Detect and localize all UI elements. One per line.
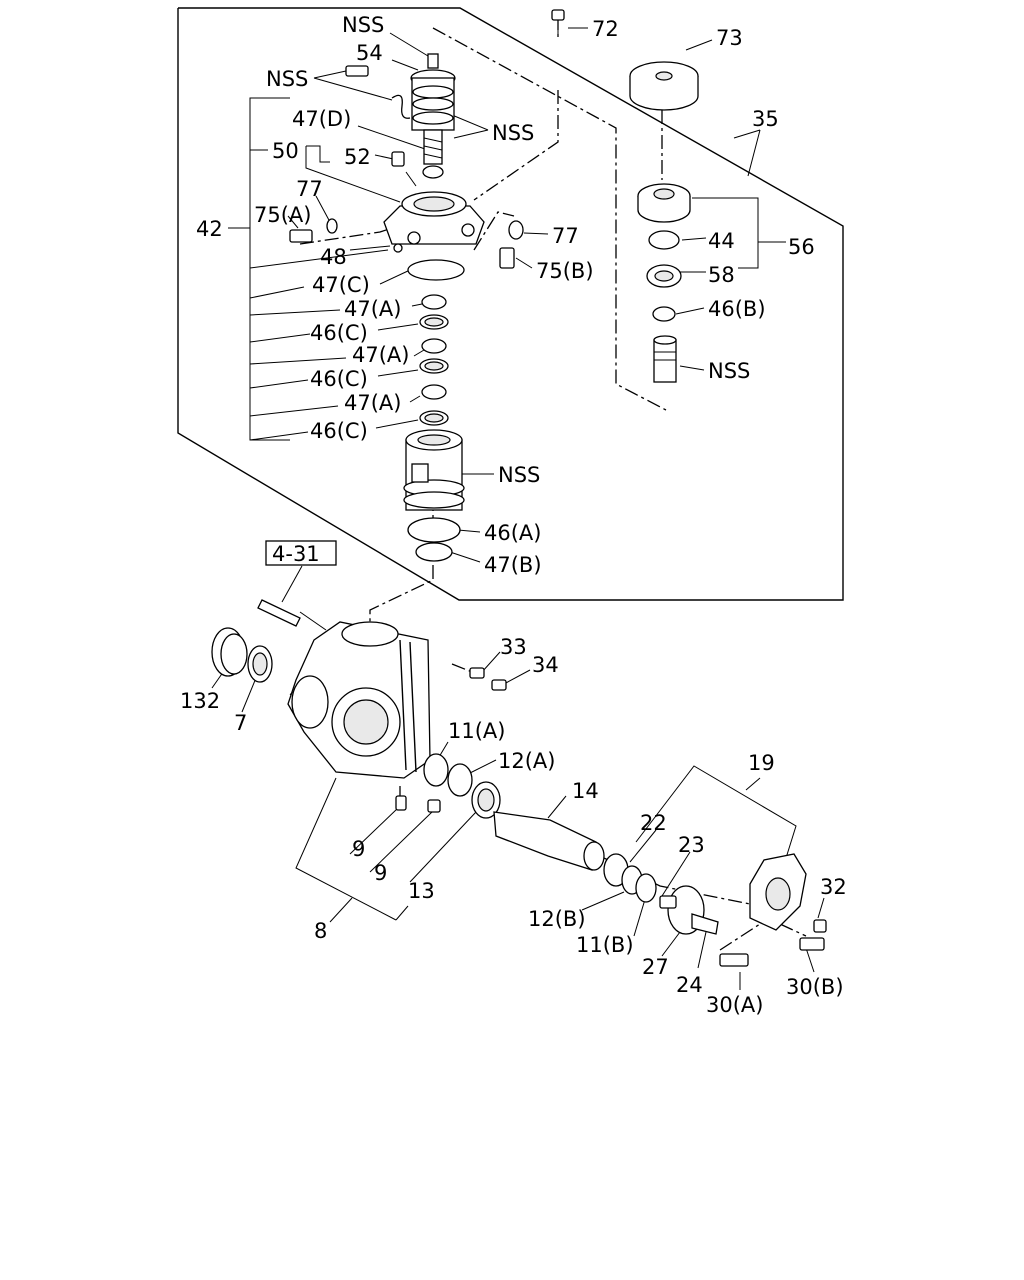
lower-housing-parts [211, 540, 827, 967]
label-75b: 75(B) [536, 259, 594, 283]
label-46b: 46(B) [708, 297, 766, 321]
label-44: 44 [708, 229, 735, 253]
label-13: 13 [408, 879, 435, 903]
label-47c: 47(C) [312, 273, 370, 297]
label-77-left: 77 [296, 177, 323, 201]
label-47a-1: 47(A) [344, 297, 401, 321]
label-35: 35 [752, 107, 779, 131]
label-52: 52 [344, 145, 371, 169]
label-27: 27 [642, 955, 669, 979]
label-56: 56 [788, 235, 815, 259]
label-47a-3: 47(A) [344, 391, 401, 415]
label-19: 19 [748, 751, 775, 775]
label-46c-2: 46(C) [310, 367, 368, 391]
label-77-right: 77 [552, 224, 579, 248]
leader-lines [211, 27, 825, 990]
label-73: 73 [716, 26, 743, 50]
label-9-right: 9 [374, 861, 387, 885]
label-33: 33 [500, 635, 527, 659]
label-4-31: 4-31 [272, 542, 320, 566]
label-12b: 12(B) [528, 907, 586, 931]
label-22: 22 [640, 811, 667, 835]
label-47d: 47(D) [292, 107, 351, 131]
label-nss-valve: NSS [498, 463, 540, 487]
label-11a: 11(A) [448, 719, 505, 743]
label-132: 132 [180, 689, 220, 713]
label-54: 54 [356, 41, 383, 65]
label-7: 7 [234, 711, 247, 735]
label-42: 42 [196, 217, 223, 241]
assembly-frame [177, 7, 844, 601]
label-23: 23 [678, 833, 705, 857]
label-58: 58 [708, 263, 735, 287]
label-nss-left: NSS [266, 67, 308, 91]
label-nss-top: NSS [342, 13, 384, 37]
label-30b: 30(B) [786, 975, 844, 999]
label-46c-1: 46(C) [310, 321, 368, 345]
label-75a: 75(A) [254, 203, 311, 227]
label-72: 72 [592, 17, 619, 41]
label-11b: 11(B) [576, 933, 634, 957]
label-47b: 47(B) [484, 553, 542, 577]
label-48: 48 [320, 245, 347, 269]
label-14: 14 [572, 779, 599, 803]
upper-valve-parts [289, 9, 565, 562]
label-30a: 30(A) [706, 993, 763, 1017]
label-9-left: 9 [352, 837, 365, 861]
label-50: 50 [272, 139, 299, 163]
upper-right-parts [629, 61, 699, 383]
label-24: 24 [676, 973, 703, 997]
label-47a-2: 47(A) [352, 343, 409, 367]
label-8: 8 [314, 919, 327, 943]
label-nss-shaft: NSS [708, 359, 750, 383]
label-32: 32 [820, 875, 847, 899]
part-labels: NSS 54 NSS 47(D) NSS 50 52 77 75(A) 42 7… [180, 13, 847, 1017]
label-nss-mid: NSS [492, 121, 534, 145]
label-12a: 12(A) [498, 749, 555, 773]
label-34: 34 [532, 653, 559, 677]
label-46a: 46(A) [484, 521, 541, 545]
label-46c-3: 46(C) [310, 419, 368, 443]
